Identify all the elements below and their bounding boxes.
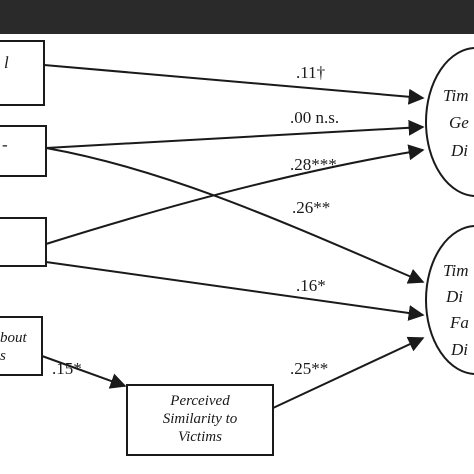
outcome-top-line3: Di [450, 141, 468, 160]
outcome-bottom-line2: Di [445, 287, 463, 306]
coef-path-4: .26** [292, 198, 330, 217]
coef-path-7: .25** [290, 359, 328, 378]
perceived-similarity-line3: Victims [178, 429, 222, 445]
path-box2-to-top [45, 119, 425, 149]
outcome-ellipse-bottom [425, 225, 474, 375]
predictor-box-1 [0, 40, 45, 106]
outcome-top-line2: Ge [449, 113, 469, 132]
predictor-box-4-label-line1: bout [0, 330, 28, 346]
coef-path-3: .28*** [290, 155, 337, 174]
coef-path-5: .16* [296, 276, 326, 295]
path-box4-to-mediator [41, 355, 127, 389]
path-box3-to-top [45, 144, 425, 245]
coef-path-2: .00 n.s. [290, 108, 339, 127]
perceived-similarity-line2: Similarity to [163, 411, 238, 427]
path-mediator-to-bottom [272, 336, 425, 409]
predictor-box-4-label-line2: s [0, 348, 6, 364]
path-box3-to-bottom [45, 261, 425, 321]
predictor-box-4 [0, 316, 43, 376]
outcome-bottom-line3: Fa [449, 313, 469, 332]
outcome-bottom-line4: Di [450, 340, 468, 359]
path-box1-to-top [43, 64, 425, 105]
outcome-ellipse-top [425, 47, 474, 197]
predictor-box-2 [0, 125, 47, 177]
coef-path-1: .11† [296, 63, 325, 82]
predictor-box-2-label: - [2, 135, 8, 154]
top-banner [0, 0, 474, 34]
outcome-top-line1: Tim [443, 86, 469, 105]
perceived-similarity-line1: Perceived [169, 393, 230, 409]
predictor-box-1-label: l [4, 53, 9, 72]
outcome-bottom-line1: Tim [443, 261, 469, 280]
predictor-box-3 [0, 217, 47, 267]
perceived-similarity-box [126, 384, 274, 456]
path-box2-to-bottom [45, 147, 425, 284]
coef-path-6: .15* [52, 359, 82, 378]
